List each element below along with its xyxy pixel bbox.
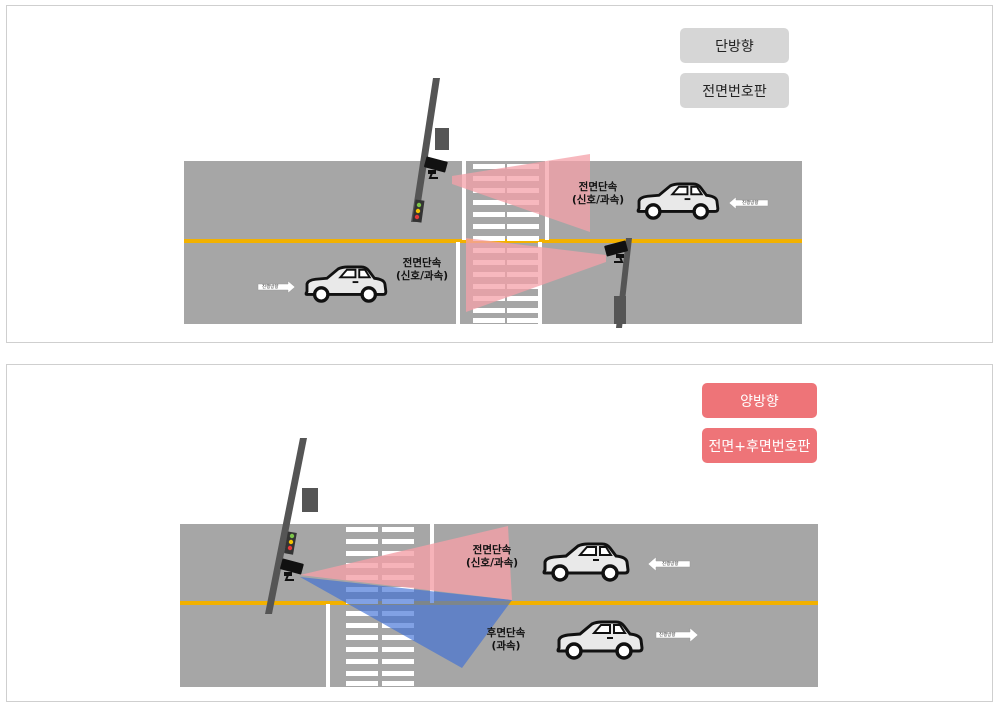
- enforce-label-front: 전면단속 (신호/과속): [456, 544, 528, 570]
- tag-plate: 전면번호판: [680, 73, 789, 108]
- enforce-label-line: (과속): [491, 640, 521, 652]
- enforce-label-line: (신호/과속): [571, 194, 625, 206]
- tag-direction: 양방향: [702, 383, 817, 418]
- direction-arrow-right-icon: [655, 627, 699, 643]
- pole-bottom: [265, 438, 318, 614]
- direction-text: 진행방향: [659, 633, 676, 638]
- tag-direction: 단방향: [680, 28, 789, 63]
- enforce-label-line: 전면단속: [578, 181, 618, 193]
- front-beam: [300, 526, 512, 600]
- bottom-road: [180, 438, 818, 691]
- enforce-label-line: (신호/과속): [395, 270, 449, 282]
- direction-text: 진행방향: [262, 285, 279, 290]
- enforce-label-lower: 전면단속 (신호/과속): [390, 257, 454, 283]
- enforce-label-upper: 전면단속 (신호/과속): [566, 181, 630, 207]
- tag-plate: 전면+후면번호판: [702, 428, 817, 463]
- rear-beam: [300, 577, 512, 668]
- enforce-label-line: 후면단속: [486, 627, 526, 639]
- direction-arrow-right-icon: [257, 280, 296, 294]
- direction-arrow-left-icon: [728, 196, 769, 210]
- direction-text: 진행방향: [742, 201, 759, 206]
- direction-text: 진행방향: [662, 562, 679, 567]
- enforce-label-line: 전면단속: [402, 257, 442, 269]
- enforce-label-line: (신호/과속): [465, 557, 519, 569]
- pole-lower: [614, 238, 632, 328]
- top-road: [184, 78, 802, 328]
- pole-upper: [411, 78, 449, 223]
- direction-arrow-left-icon: [647, 556, 691, 572]
- enforce-label-rear: 후면단속 (과속): [474, 627, 538, 653]
- front-beam-lower: [466, 238, 606, 312]
- front-beam-upper: [452, 154, 590, 232]
- enforce-label-line: 전면단속: [472, 544, 512, 556]
